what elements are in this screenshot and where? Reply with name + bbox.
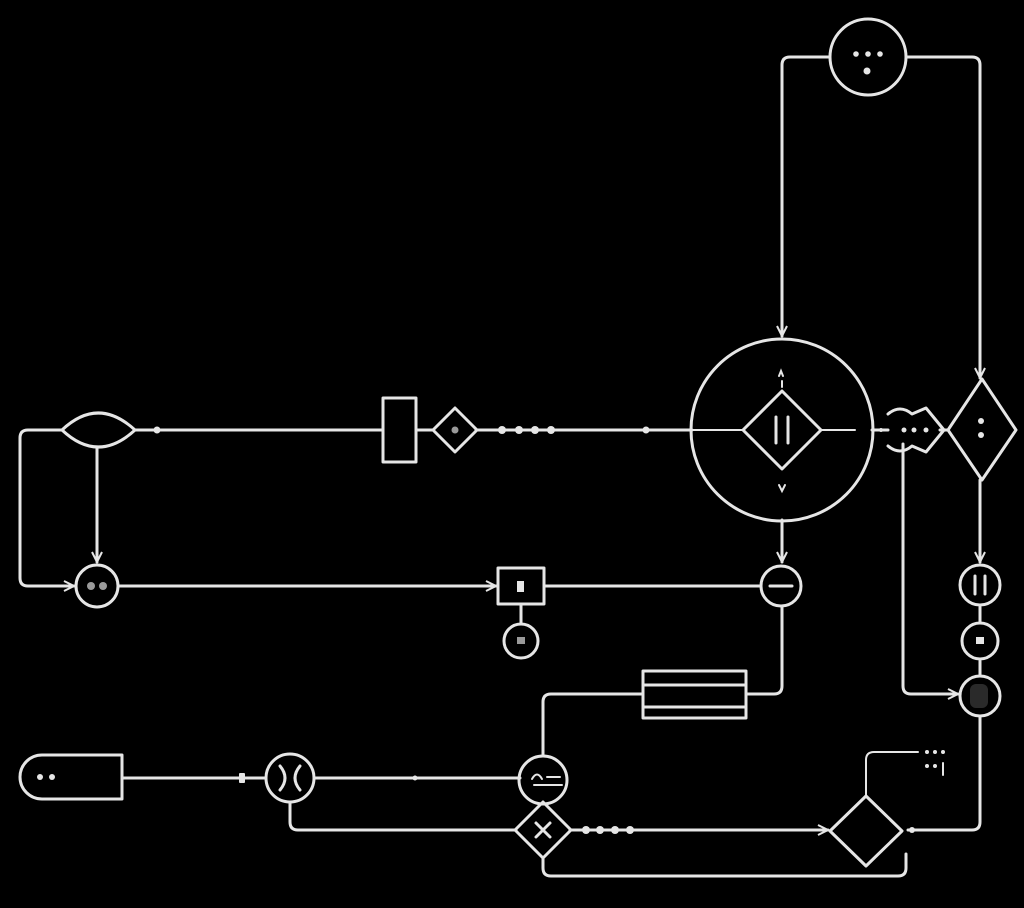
node-mid-square-sub-circle[interactable] (502, 622, 540, 660)
node-left-lens[interactable] (60, 411, 137, 449)
dot-before-hub (642, 426, 650, 434)
dot-x-chain-5 (644, 828, 648, 832)
node-left-small-circle[interactable] (74, 563, 120, 609)
dot-chain-2 (515, 426, 523, 434)
dot-chevron-2 (901, 427, 907, 433)
connectors (18, 55, 982, 878)
dot-chevron-4 (923, 427, 929, 433)
edge-chevron-to-dark-circle (901, 442, 960, 694)
node-top-circle[interactable] (828, 17, 908, 97)
edge-lens-loop-to-left-circle (18, 428, 76, 586)
node-minus-circle[interactable] (759, 564, 803, 608)
edge-dark-circle-to-bottom-right-diamond (906, 714, 982, 832)
dot-chain-1 (498, 426, 506, 434)
node-x-diamond[interactable] (513, 800, 573, 860)
dot-x-chain-4 (626, 826, 634, 834)
dot-chain-3 (531, 426, 539, 434)
node-bracket-circle[interactable] (264, 752, 316, 804)
node-bottom-right-diamond[interactable] (828, 794, 904, 868)
dot-chevron-1 (879, 428, 883, 432)
dot-lens-right (153, 426, 161, 434)
node-right-diamond[interactable] (946, 377, 1018, 482)
node-bottom-right-glyph (925, 750, 945, 776)
node-right-chevron[interactable] (886, 406, 946, 454)
node-small-diamond[interactable] (431, 406, 479, 454)
connector-dots (153, 426, 929, 834)
dot-x-chain-1 (582, 826, 590, 834)
edge-bracket-circle-to-x-diamond (288, 800, 518, 832)
dot-x-chain-3 (611, 826, 619, 834)
node-bottom-left-pill[interactable] (18, 753, 124, 801)
node-right-dark-circle[interactable] (958, 674, 1002, 718)
dot-mid-line (412, 775, 418, 781)
node-double-rect[interactable] (641, 669, 748, 720)
edge-top-circle-to-hub (782, 55, 832, 338)
node-tall-rect[interactable] (381, 396, 418, 464)
node-mid-square[interactable] (496, 566, 546, 606)
edge-double-rect-to-bottom-mid-circle (541, 692, 644, 758)
edge-x-diamond-bottom-loop (541, 852, 908, 878)
dot-chevron-3 (911, 427, 917, 433)
node-right-square-circle[interactable] (960, 621, 1000, 661)
dot-pill-right (239, 773, 245, 783)
edge-minus-circle-to-double-rect (744, 605, 784, 696)
edge-bottom-right-diamond-up-stub (865, 751, 919, 797)
edge-top-circle-to-right-diamond (904, 55, 980, 380)
node-hub-circle[interactable] (689, 337, 875, 523)
dot-x-chain-2 (596, 826, 604, 834)
node-right-pause-circle[interactable] (958, 563, 1002, 607)
node-bottom-mid-circle[interactable] (517, 754, 569, 806)
dot-chain-4 (547, 426, 555, 434)
dot-bottom-right-diamond (909, 827, 915, 833)
